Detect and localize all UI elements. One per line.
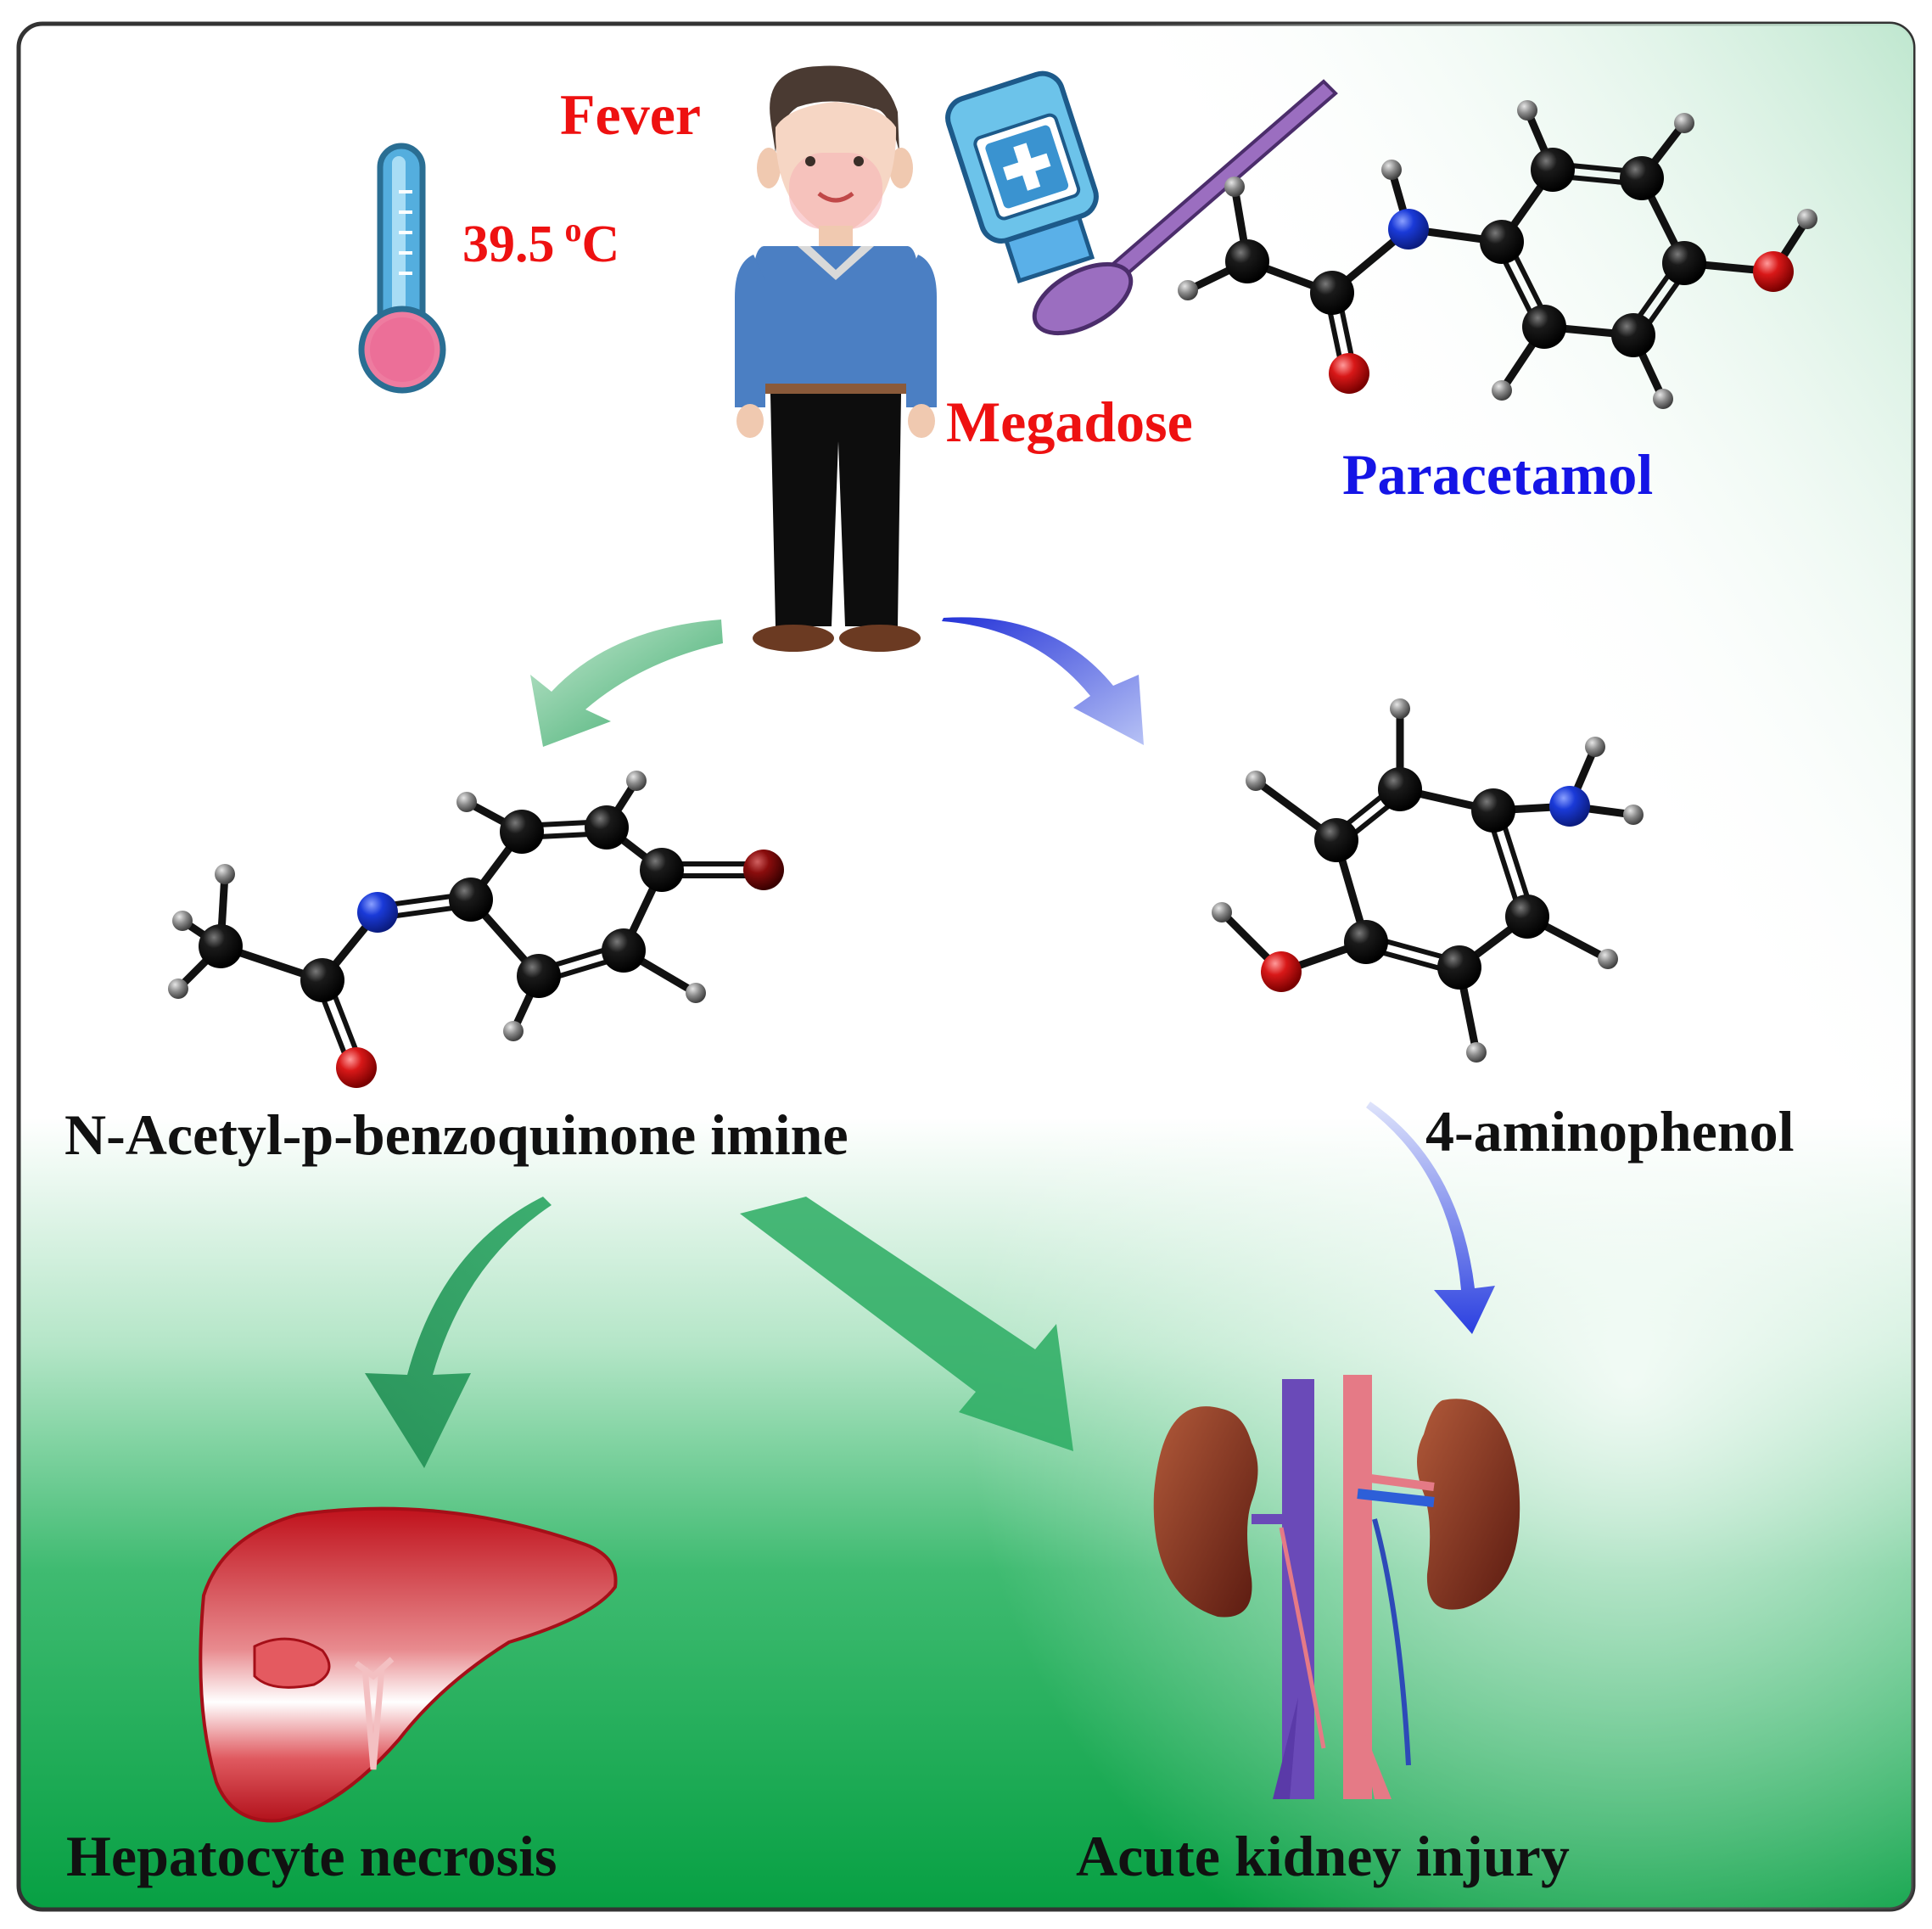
hydrogen-atom [215, 864, 235, 884]
carbon-atom [1437, 945, 1481, 990]
carbon-atom [1378, 767, 1422, 811]
hydrogen-atom [1224, 177, 1245, 197]
liver-icon [199, 1506, 618, 1823]
paracetamol-label: Paracetamol [1342, 442, 1653, 507]
arrow-to-kidney [740, 1197, 1073, 1451]
nitrogen-atom [357, 892, 398, 933]
arrow-from-aminophenol-to-kidney [1366, 1102, 1495, 1334]
carbon-atom [640, 848, 684, 892]
carbon-atom [1522, 305, 1566, 349]
hydrogen-atom [1178, 280, 1198, 300]
arrow-to-aminophenol [942, 617, 1144, 745]
carbon-atom [1344, 920, 1388, 964]
carbon-atom [500, 810, 544, 854]
oxygen-atom [1329, 353, 1369, 394]
hydrogen-atom [1517, 100, 1537, 121]
hydrogen-atom [1390, 698, 1410, 719]
temperature-degree: o [565, 210, 582, 249]
hydrogen-atom [1246, 771, 1266, 791]
medicine-bottle-icon [945, 70, 1099, 284]
carbon-atom [1620, 156, 1664, 200]
arrow-to-napqi [530, 620, 723, 747]
napqi-label: N-Acetyl-p-benzoquinone imine [64, 1102, 848, 1167]
oxygen-atom [743, 850, 784, 890]
hydrogen-atom [172, 911, 193, 931]
carbon-atom [1662, 241, 1706, 285]
temperature-unit: C [582, 216, 620, 273]
megadose-label: Megadose [946, 390, 1193, 454]
hydrogen-atom [1212, 902, 1232, 922]
carbon-atom [1310, 271, 1354, 315]
carbon-atom [300, 958, 344, 1002]
person-icon [735, 65, 937, 652]
carbon-atom [1314, 818, 1358, 862]
arrow-to-liver [365, 1197, 552, 1468]
hydrogen-atom [168, 979, 188, 999]
carbon-atom [1225, 239, 1269, 283]
carbon-atom [199, 924, 243, 968]
carbon-atom [1471, 788, 1515, 833]
hydrogen-atom [1653, 389, 1673, 409]
aminophenol-label: 4-aminophenol [1425, 1099, 1795, 1164]
oxygen-atom [1261, 951, 1302, 992]
hydrogen-atom [626, 771, 647, 791]
napqi-molecule-icon [168, 771, 784, 1088]
spoon-icon [1032, 79, 1338, 336]
acute-kidney-injury-label: Acute kidney injury [1076, 1824, 1570, 1888]
temperature-value: 39.5 [462, 216, 555, 273]
aminophenol-molecule-icon [1212, 698, 1644, 1063]
carbon-atom [602, 928, 646, 973]
thermometer-icon [358, 143, 446, 394]
hepatocyte-necrosis-label: Hepatocyte necrosis [66, 1824, 557, 1888]
oxygen-atom [336, 1047, 377, 1088]
carbon-atom [449, 878, 493, 922]
nitrogen-atom [1549, 786, 1590, 827]
carbon-atom [585, 805, 629, 850]
kidney-icon [1153, 1375, 1520, 1799]
hydrogen-atom [1466, 1042, 1487, 1063]
hydrogen-atom [1381, 160, 1402, 180]
hydrogen-atom [456, 792, 477, 812]
carbon-atom [1531, 148, 1575, 192]
hydrogen-atom [1598, 949, 1618, 969]
carbon-atom [517, 954, 561, 998]
hydrogen-atom [1797, 209, 1817, 229]
carbon-atom [1505, 894, 1549, 939]
oxygen-atom [1753, 251, 1794, 292]
hydrogen-atom [1674, 113, 1694, 133]
hydrogen-atom [1623, 805, 1644, 825]
hydrogen-atom [686, 983, 706, 1003]
hydrogen-atom [1492, 380, 1512, 401]
fever-label: Fever [560, 82, 701, 147]
paracetamol-molecule-icon [1178, 100, 1817, 409]
hydrogen-atom [1585, 737, 1605, 757]
carbon-atom [1480, 220, 1524, 264]
temperature-label: 39.5 oC [462, 210, 619, 273]
hydrogen-atom [503, 1021, 524, 1041]
nitrogen-atom [1388, 209, 1429, 250]
carbon-atom [1611, 313, 1655, 357]
